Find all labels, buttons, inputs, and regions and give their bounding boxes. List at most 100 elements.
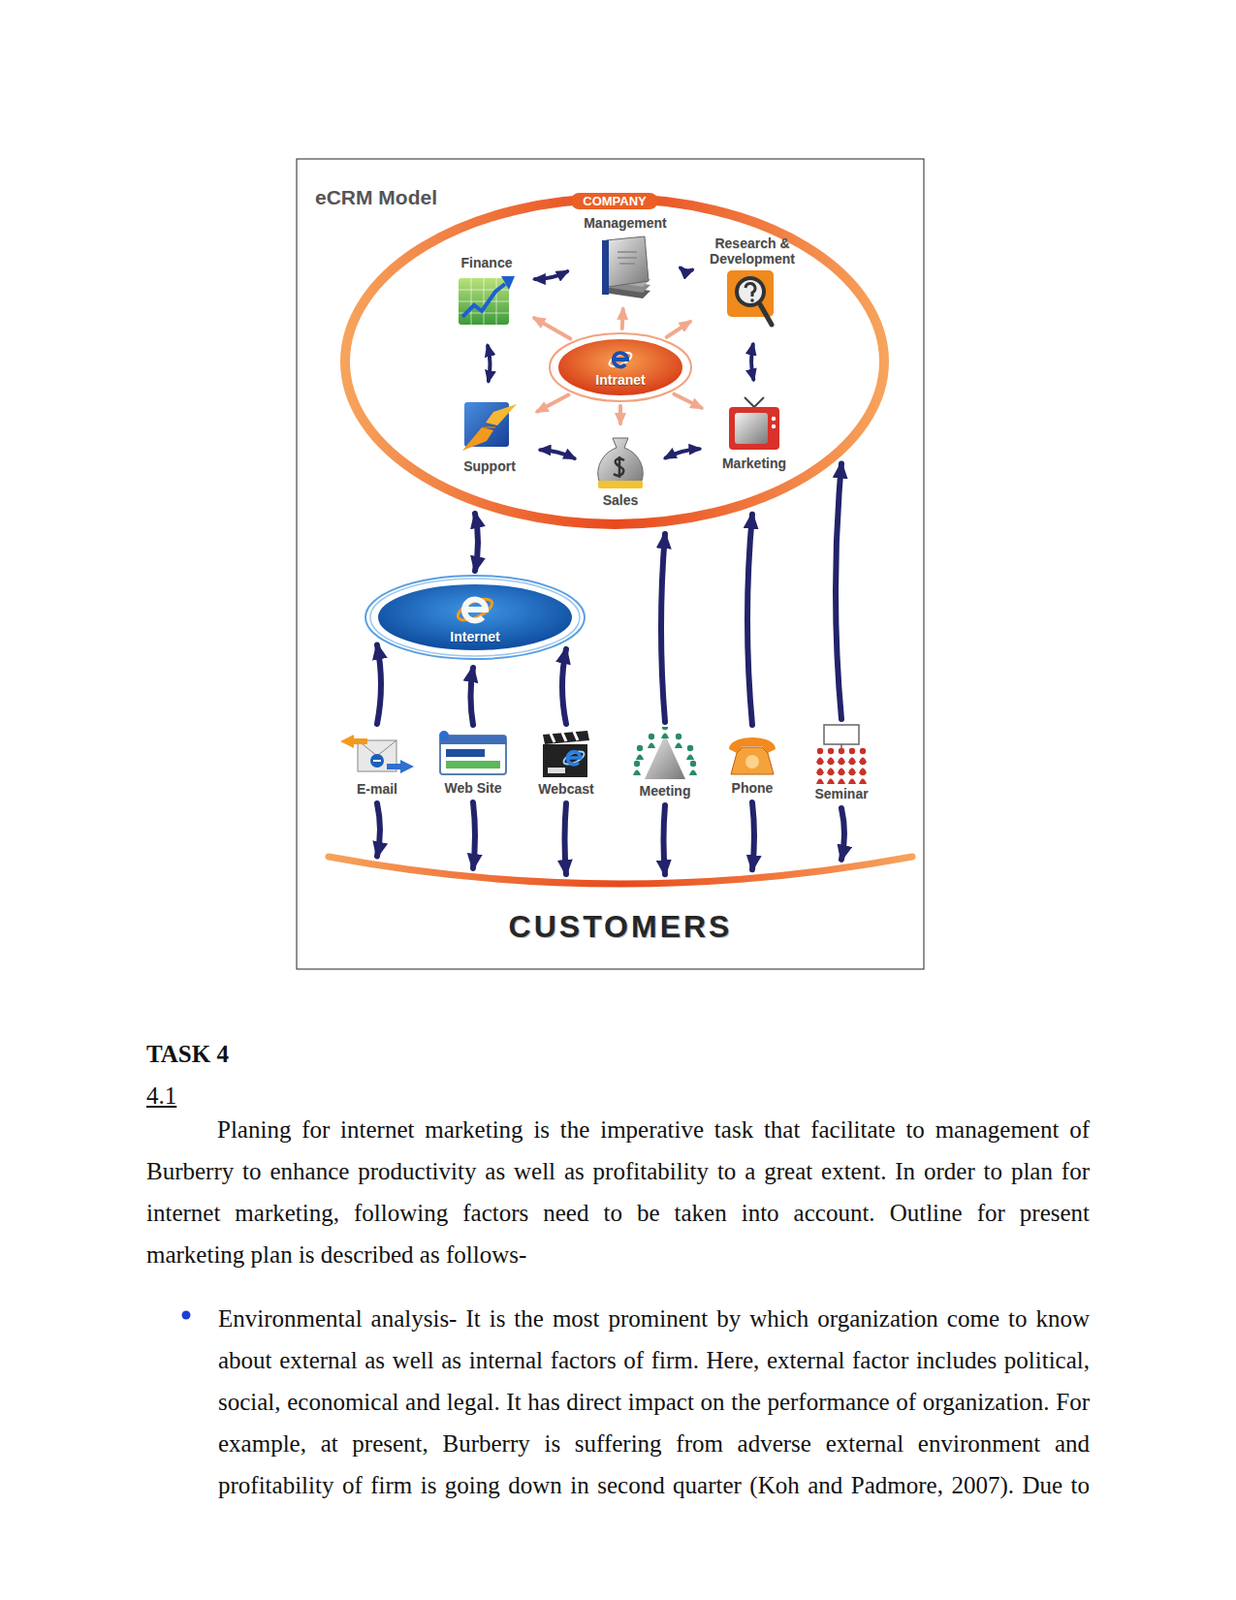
- section-heading: 4.1: [146, 1075, 177, 1117]
- node-icon: [460, 398, 519, 457]
- network-logo: [607, 347, 634, 373]
- node-icon: [723, 729, 782, 779]
- node-icon: [725, 395, 784, 454]
- icon-part: [647, 743, 656, 750]
- node-box: Meeting: [624, 725, 706, 803]
- icon-part: [837, 779, 846, 786]
- icon-part: [458, 278, 509, 325]
- icon-part: [602, 240, 609, 295]
- icon-part: [744, 397, 755, 408]
- node-label: Intranet: [595, 372, 645, 388]
- icon-part: [445, 749, 485, 758]
- connector: [673, 394, 701, 409]
- icon-part: [557, 338, 684, 397]
- node-label: Internet: [449, 629, 500, 645]
- icon-part: [386, 760, 414, 774]
- icon-part: [613, 456, 625, 478]
- connector: [537, 395, 569, 412]
- icon-part: [826, 779, 835, 786]
- icon-part: [728, 407, 780, 450]
- icon-part: [723, 729, 782, 779]
- icon-part: [464, 599, 486, 621]
- icon-part: [607, 347, 634, 373]
- body-paragraph: Environmental analysis- It is the most p…: [218, 1298, 1090, 1507]
- body-paragraph: Planing for internet marketing is the im…: [146, 1109, 1090, 1276]
- icon-part: [370, 754, 384, 768]
- connector: [562, 649, 567, 725]
- node-icon: [631, 727, 699, 782]
- icon-part: [661, 733, 669, 740]
- icon-part: [338, 728, 416, 780]
- diagram-title: eCRM Model: [315, 186, 438, 210]
- node-label: Management: [583, 215, 667, 231]
- icon-part: [849, 769, 856, 776]
- icon-part: [440, 735, 507, 745]
- node-label: Research & Development: [694, 235, 811, 267]
- icon-part: [771, 416, 776, 421]
- icon-part: [648, 733, 655, 740]
- icon-part: [485, 404, 517, 426]
- icon-part: [547, 767, 566, 774]
- icon-part: [750, 298, 755, 303]
- icon-part: [538, 728, 594, 780]
- connector: [377, 645, 381, 726]
- icon-part: [324, 851, 917, 910]
- band-label: CUSTOMERS: [324, 909, 917, 946]
- icon-part: [859, 759, 866, 765]
- icon-part: [549, 333, 692, 402]
- icon-part: [725, 395, 784, 454]
- node-label: Web Site: [444, 780, 503, 796]
- node-icon: [538, 728, 594, 780]
- connector: [751, 345, 754, 381]
- icon-part: [455, 590, 495, 630]
- region-label: COMPANY: [570, 192, 658, 210]
- icon-part: [689, 770, 698, 777]
- icon-part: [440, 735, 507, 775]
- bullet-dot: [182, 1311, 191, 1321]
- node-label: Seminar: [814, 786, 868, 802]
- icon-part: [816, 779, 824, 786]
- node-box: CUSTOMERS: [324, 851, 917, 960]
- icon-part: [725, 268, 780, 329]
- icon-part: [598, 480, 643, 489]
- node-label: Marketing: [722, 455, 787, 472]
- icon-part: [594, 232, 657, 303]
- connector: [471, 667, 475, 726]
- icon-part: [636, 745, 643, 752]
- icon-part: [562, 749, 587, 767]
- icon-part: [745, 755, 760, 769]
- connector: [665, 448, 700, 458]
- icon-part: [817, 769, 824, 776]
- icon-part: [849, 748, 856, 755]
- connector: [534, 317, 571, 339]
- icon-part: [727, 270, 774, 317]
- connector: [666, 321, 691, 338]
- icon-part: [674, 743, 683, 750]
- icon-part: [859, 769, 866, 776]
- node-icon: [593, 430, 648, 491]
- node-icon: [338, 728, 416, 780]
- node-icon: [725, 268, 780, 329]
- connector: [841, 808, 845, 860]
- node-box: Finance: [443, 251, 531, 331]
- icon-part: [662, 727, 668, 730]
- icon-part: [817, 748, 824, 755]
- icon-part: [340, 734, 368, 749]
- node-box: Webcast: [525, 727, 607, 801]
- icon-part: [542, 730, 590, 745]
- icon-part: [455, 595, 495, 626]
- connector: [487, 346, 490, 381]
- icon-part: [730, 747, 774, 775]
- connector: [540, 449, 575, 459]
- icon-part: [771, 424, 776, 429]
- node-label: E-mail: [356, 781, 398, 797]
- icon-part: [838, 748, 845, 755]
- node-box: Seminar: [800, 722, 883, 806]
- icon-part: [827, 769, 834, 776]
- icon-part: [373, 760, 381, 762]
- icon-part: [567, 752, 580, 765]
- node-box: Intranet: [547, 331, 694, 404]
- node-box: Sales: [581, 428, 660, 512]
- connector: [473, 802, 476, 869]
